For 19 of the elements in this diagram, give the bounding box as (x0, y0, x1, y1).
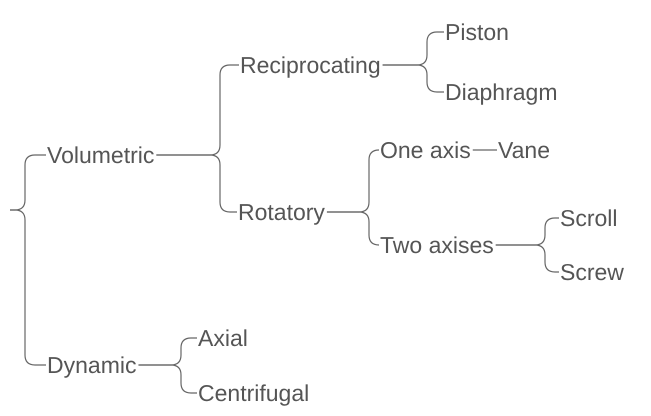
category-label: Dynamic (47, 351, 136, 379)
brace-branch (496, 244, 559, 273)
category-label: Piston (445, 18, 509, 46)
category-label: Screw (560, 258, 624, 286)
category-label: Vane (498, 136, 550, 164)
category-label: Volumetric (47, 141, 154, 169)
brace-branch (472, 149, 497, 151)
category-label: Rotatory (238, 198, 325, 226)
category-label: One axis (380, 136, 471, 164)
brace-branch (10, 209, 46, 366)
brace-branch (156, 154, 237, 213)
category-label: Centrifugal (198, 379, 310, 407)
category-label: Two axises (380, 231, 494, 259)
brace-branch (138, 364, 197, 394)
category-label: Axial (198, 324, 248, 352)
category-label: Reciprocating (240, 51, 381, 79)
brace-branch (382, 64, 444, 93)
category-label: Scroll (560, 204, 618, 232)
category-label: Diaphragm (445, 78, 558, 106)
